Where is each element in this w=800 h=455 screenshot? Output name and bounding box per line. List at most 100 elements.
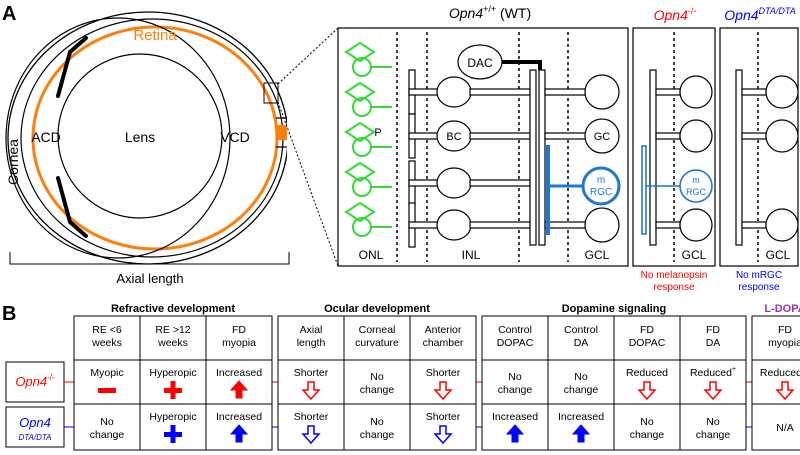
photoreceptor-group (344, 41, 392, 237)
panel-a-letter: A (2, 3, 16, 25)
group-title: Ocular development (324, 303, 430, 315)
result-text: Myopic (90, 367, 123, 379)
gc-label: GC (594, 131, 611, 143)
ganglion-cell (741, 119, 799, 153)
synapse-bar (649, 69, 657, 246)
column-header-line: weeks (157, 337, 188, 349)
eye-iris-lower (56, 176, 88, 238)
column-header-line: chamber (423, 337, 464, 349)
ko-retina-box (632, 27, 716, 267)
axial-length-label: Axial length (116, 271, 183, 286)
column-header-line: RE <6 (92, 324, 122, 336)
dta-note-2: response (738, 282, 780, 293)
bipolar-cell (408, 113, 531, 159)
result-text: Reduced (626, 367, 668, 379)
plus-icon (164, 425, 182, 443)
result-text: No (706, 416, 720, 428)
result-text: No (640, 416, 654, 428)
filled-up-arrow-icon (229, 424, 249, 443)
photoreceptor-icon (344, 161, 392, 197)
zoom-line-lower (277, 101, 339, 267)
dac-cell (457, 44, 542, 80)
result-text: change (498, 384, 533, 396)
column-header-line: FD (232, 324, 246, 336)
column-header-line: Control (498, 324, 532, 336)
result-text: No (370, 371, 384, 383)
photoreceptor-icon (344, 41, 392, 77)
column-header-line: FD (706, 324, 720, 336)
inl-label: INL (462, 248, 481, 262)
acd-label: ACD (31, 129, 61, 145)
hollow-down-arrow-icon (637, 381, 657, 401)
mrgc-cell (546, 145, 621, 235)
ipl-synapse-bars (529, 69, 546, 246)
column-header-line: RE >12 (155, 324, 190, 336)
filled-up-arrow-icon (229, 380, 249, 399)
mrgc-label-m: m (597, 175, 605, 186)
eye-diagram (5, 11, 287, 265)
result-text: Shorter (294, 367, 329, 379)
synapse-bar (735, 69, 743, 246)
result-text: Shorter (426, 411, 461, 423)
group-title: L-DOPA (764, 303, 800, 315)
axial-length-bracket (9, 252, 290, 265)
ko-gcl-label: GCL (682, 248, 707, 262)
result-text: N/A (776, 422, 794, 434)
eye-lens (57, 53, 223, 219)
dta-note-1: No mRGC (736, 270, 782, 281)
column-header-line: FD (640, 324, 654, 336)
result-text: Reduced++ (760, 366, 800, 379)
result-cell (409, 403, 477, 451)
eye-cornea (5, 17, 231, 259)
column-header-line: Axial (300, 324, 323, 336)
result-text: Shorter (426, 367, 461, 379)
column-header-line: DOPAC (497, 337, 534, 349)
panel-b-letter: B (2, 303, 16, 325)
column-header-line: myopia (222, 337, 256, 349)
result-text: change (564, 384, 599, 396)
column-header-line: Control (564, 324, 598, 336)
column-header-line: DOPAC (629, 337, 666, 349)
hollow-down-arrow-icon (775, 381, 795, 401)
result-text: Increased (216, 411, 262, 423)
retina-label: Retina (133, 27, 177, 44)
optic-nerve-sheath (276, 117, 287, 148)
result-cell (751, 403, 800, 451)
mrgc-cell (641, 145, 713, 235)
vcd-label: VCD (220, 129, 250, 145)
phenotype-table: Refractive development Ocular development… (5, 303, 800, 451)
genotype-label: Opn4 (19, 415, 51, 430)
ganglion-cell (655, 119, 713, 153)
lens-label: Lens (125, 129, 155, 145)
genotype-label: Opn4-/- (15, 373, 55, 389)
column-header-line: myopia (768, 337, 800, 349)
column-header-line: DA (574, 337, 589, 349)
column-header-line: length (297, 337, 326, 349)
photoreceptor-icon (344, 201, 392, 237)
result-text: Hyperopic (149, 367, 196, 379)
dta-gcl-label: GCL (766, 248, 791, 262)
ganglion-cell (655, 208, 713, 242)
hollow-down-arrow-icon (301, 425, 321, 445)
wt-layer-dividers (396, 32, 569, 262)
result-text: change (90, 429, 125, 441)
filled-up-arrow-icon (571, 424, 591, 443)
optic-nerve (276, 125, 287, 140)
result-text: No (100, 416, 114, 428)
result-text: Increased (216, 367, 262, 379)
photoreceptor-icon (344, 121, 392, 157)
hollow-down-arrow-icon (703, 381, 723, 401)
mrgc-label-rgc: RGC (590, 187, 612, 198)
group-title: Refractive development (111, 303, 235, 315)
ko-title: Opn4-/- (654, 6, 697, 23)
dta-cell-network (735, 69, 799, 246)
ko-note-1: No melanopsin (641, 270, 708, 281)
ganglion-cell (741, 75, 799, 109)
group-title: Dopamine signaling (562, 303, 667, 315)
genotype-label-sup: DTA/DTA (18, 433, 51, 442)
p-label: P (374, 127, 381, 139)
zoom-line-upper (277, 27, 339, 85)
result-text: Hyperopic (149, 411, 196, 423)
